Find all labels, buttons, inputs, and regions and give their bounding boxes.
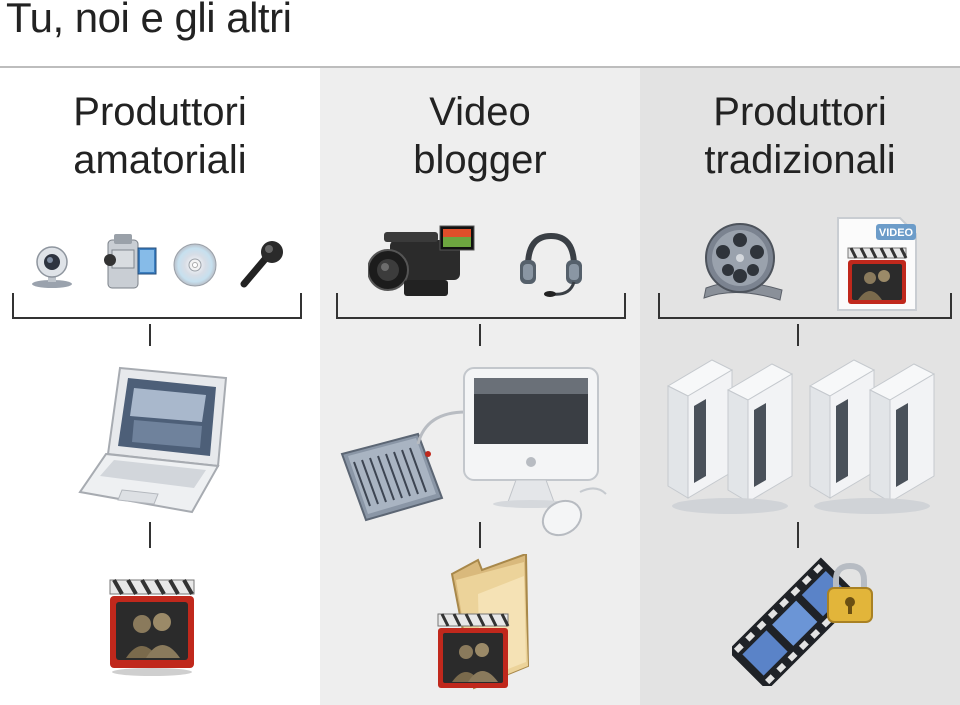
column-heading-line1: Produttori (73, 90, 247, 134)
desktop-computer-icon (463, 367, 599, 508)
audio-mixer-icon (340, 432, 444, 522)
connector-line (479, 324, 481, 346)
video-clip-icon (109, 579, 195, 676)
column-heading-line1: Video (429, 90, 531, 134)
connector-line (479, 522, 481, 548)
protected-film-icon (732, 557, 856, 686)
title-divider (0, 66, 960, 68)
column-heading-line1: Produttori (713, 90, 887, 134)
microphone-icon (240, 241, 283, 288)
video-badge-text: VIDEO (879, 227, 914, 239)
cable-icon (416, 410, 467, 445)
connector-line (149, 324, 151, 346)
cd-icon (173, 243, 217, 287)
column-traditional-producers: Produttori tradizionali VIDEO (640, 68, 960, 705)
film-reel-icon (703, 223, 783, 301)
group-bracket (12, 293, 302, 319)
server-icon (808, 359, 936, 514)
column-heading: Video blogger (320, 88, 640, 184)
webcam-icon (32, 246, 72, 288)
video-file-icon: VIDEO (837, 217, 917, 311)
pro-camcorder-icon (368, 225, 475, 296)
mouse-icon (541, 487, 607, 537)
column-video-bloggers: Video blogger (320, 68, 640, 705)
column-heading-line2: blogger (413, 138, 547, 182)
slide-title: Tu, noi e gli altri (6, 0, 292, 41)
column-heading: Produttori tradizionali (640, 88, 960, 184)
column-heading: Produttori amatoriali (0, 88, 320, 184)
group-bracket (336, 293, 626, 319)
connector-line (797, 522, 799, 548)
column-heading-line2: amatoriali (73, 138, 247, 182)
connector-line (797, 324, 799, 346)
video-clip-icon (437, 613, 510, 688)
camcorder-icon (104, 234, 157, 289)
server-icon (666, 359, 794, 514)
laptop-icon (78, 366, 228, 514)
group-bracket (658, 293, 952, 319)
column-heading-line2: tradizionali (704, 138, 896, 182)
lock-icon (827, 562, 873, 623)
connector-line (149, 522, 151, 548)
column-amateur-producers: Produttori amatoriali (0, 68, 320, 705)
headset-icon (520, 232, 582, 297)
